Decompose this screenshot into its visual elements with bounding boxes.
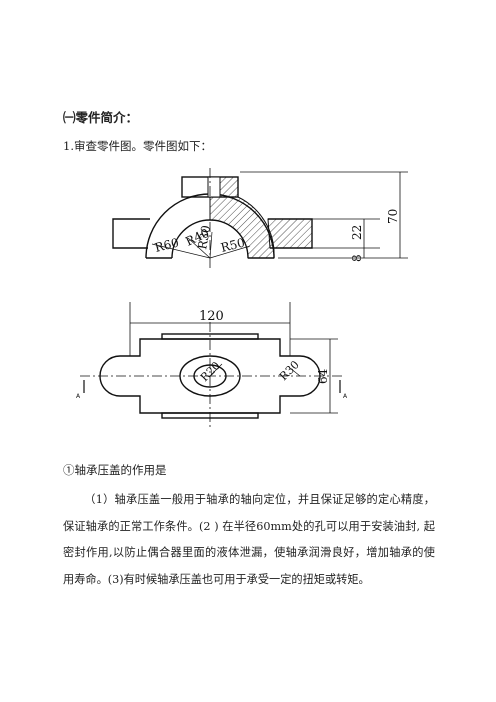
section-markers: [83, 380, 341, 393]
dim-22: 22: [350, 225, 364, 240]
flange-hatching: [267, 218, 313, 249]
plan-height-dimension: [290, 338, 338, 414]
dim-r60: R60: [153, 235, 180, 254]
height-dimensions: [240, 171, 408, 259]
part-drawing: R60 R40 R30 R50 70 22 8 120: [76, 168, 408, 430]
dim-plan-r30: R30: [277, 358, 302, 383]
dim-120: 120: [199, 309, 224, 324]
dim-64: 64: [316, 368, 330, 384]
dim-r30: R30: [195, 224, 213, 250]
boss-hole: [207, 176, 221, 198]
dim-8: 8: [350, 254, 364, 262]
section-a-right: A: [343, 393, 348, 400]
dim-70: 70: [386, 209, 400, 224]
purpose-title: ①轴承压盖的作用是: [63, 463, 167, 477]
section-a-left: A: [76, 393, 81, 400]
section-hatching: [209, 176, 275, 259]
dim-r50: R50: [219, 235, 246, 254]
radius-leaders: [151, 231, 251, 259]
step-review-drawing: 1.审查零件图。零件图如下：: [63, 139, 212, 153]
section-heading: ㈠零件简介：: [63, 110, 139, 125]
dim-plan-r20: R20: [198, 359, 223, 384]
plan-width-dimension: [129, 302, 291, 356]
purpose-paragraph: （1）轴承压盖一般用于轴承的轴向定位，并且保证足够的定心精度，保证轴承的正常工作…: [63, 493, 435, 586]
